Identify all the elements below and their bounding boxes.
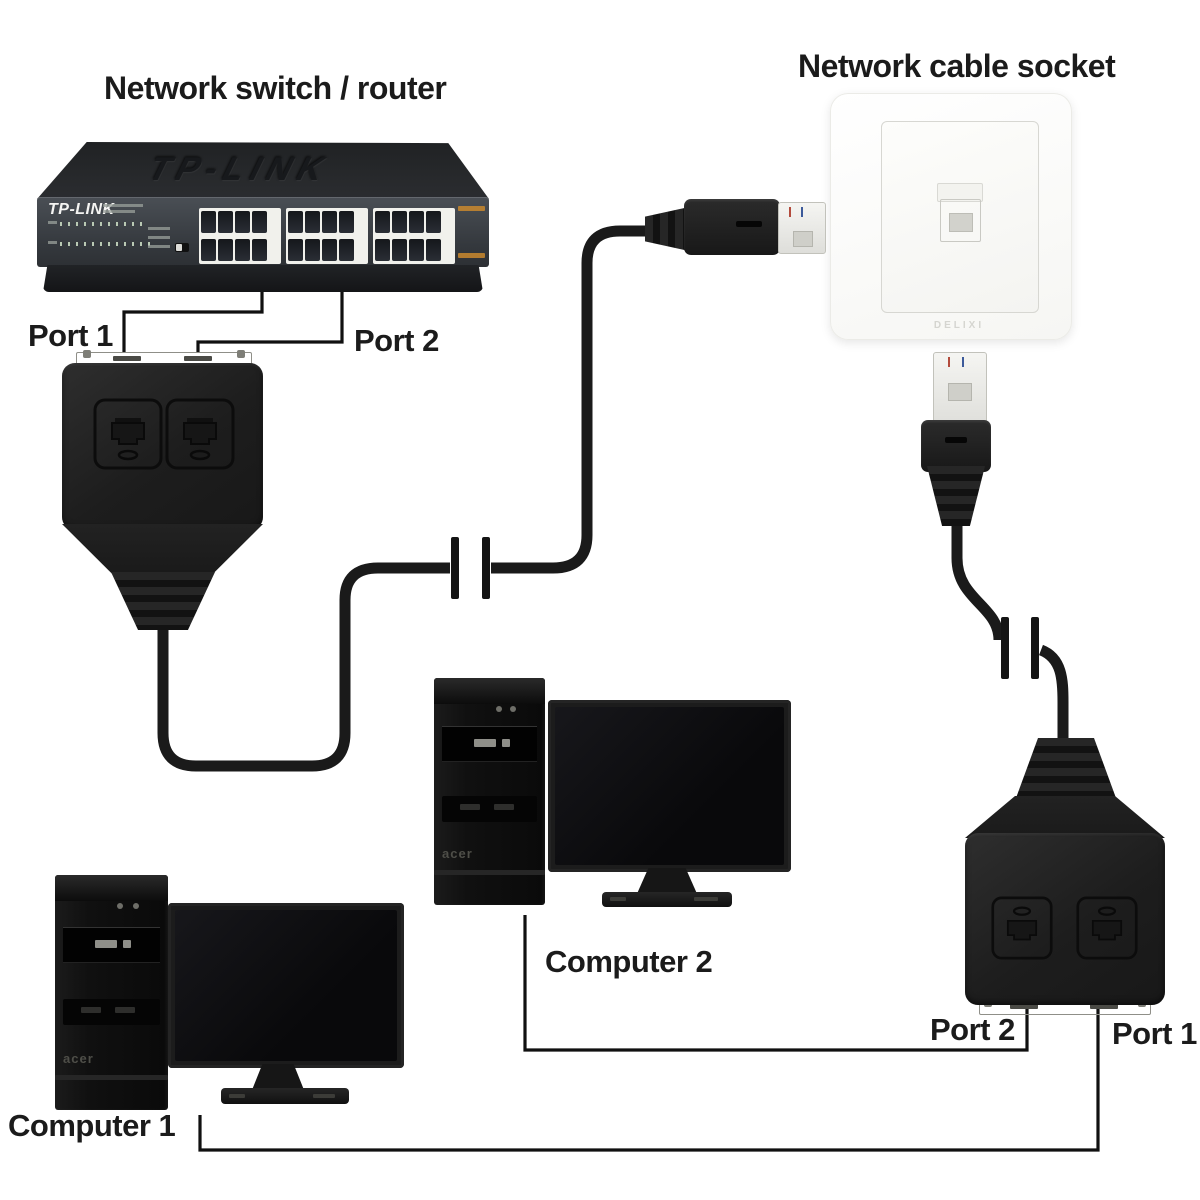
cable-to-bottom-splitter <box>1038 644 1069 755</box>
switch-embossed-logo: TP-LINK <box>141 150 339 187</box>
break-bar-icon <box>451 537 459 599</box>
computer1-tower: acer <box>55 875 168 1110</box>
label-top-port1: Port 1 <box>28 318 113 353</box>
switch-mode-caption <box>148 227 170 230</box>
switch-model-text <box>103 210 135 213</box>
break-bar-icon <box>1001 617 1009 679</box>
rj45-port-icon <box>165 398 235 470</box>
switch-mode-caption <box>148 245 170 248</box>
switch-led-caption <box>48 221 57 224</box>
rj45-jack-icon <box>940 199 981 242</box>
switch-port-group <box>373 208 455 264</box>
switch-model-text <box>103 204 143 207</box>
break-bar-icon <box>482 537 490 599</box>
plug-clear-tip <box>933 352 987 428</box>
ethernet-cables <box>157 225 1069 772</box>
cable-to-socket <box>491 225 655 574</box>
label-computer1: Computer 1 <box>8 1108 176 1143</box>
rj45-port-icon <box>1076 896 1138 960</box>
port2-callout-line <box>196 256 344 353</box>
title-network-switch: Network switch / router <box>104 70 447 106</box>
monitor-stand <box>252 1064 304 1090</box>
splitter-body <box>965 833 1165 1005</box>
switch-base <box>43 265 483 292</box>
switch-led-row-icon <box>60 222 148 226</box>
socket-drop-cable <box>951 520 1005 641</box>
plug-latch-notch <box>945 437 967 443</box>
rj45-port-icon <box>991 896 1053 960</box>
switch-mode-caption <box>148 236 170 239</box>
switch-top-face <box>37 142 489 199</box>
label-top-port2: Port 2 <box>354 323 439 358</box>
computer2-monitor <box>548 700 791 872</box>
switch-brand-logo: TP-LINK <box>48 201 115 218</box>
computer2-brand-logo: acer <box>442 846 473 861</box>
splitter-cable-left <box>157 562 450 772</box>
cable-break-symbols <box>451 537 1039 679</box>
computer1-connection-line <box>198 1005 1100 1152</box>
monitor-base <box>221 1088 349 1104</box>
switch-port-group <box>286 208 368 264</box>
switch-mode-toggle <box>175 243 189 252</box>
switch-led-row-icon <box>60 242 152 246</box>
label-bottom-port2: Port 2 <box>930 1012 1015 1047</box>
switch-speed-marking <box>458 253 485 258</box>
annotation-lines <box>122 254 1100 1152</box>
computer1-monitor <box>168 903 404 1068</box>
label-computer2: Computer 2 <box>545 944 713 979</box>
monitor-base <box>602 892 732 907</box>
switch-speed-marking <box>458 206 485 211</box>
plug-body <box>921 420 991 472</box>
socket-jack-tab <box>937 183 983 202</box>
plug-latch-notch <box>736 221 762 227</box>
label-bottom-port1: Port 1 <box>1112 1016 1197 1051</box>
switch-port-group <box>199 208 281 264</box>
break-bar-icon <box>1031 617 1039 679</box>
switch-led-caption <box>48 241 57 244</box>
computer1-brand-logo: acer <box>63 1051 94 1066</box>
title-network-socket: Network cable socket <box>798 48 1116 84</box>
rj45-port-icon <box>93 398 163 470</box>
computer2-tower: acer <box>434 678 545 905</box>
socket-brand-logo: DELIXI <box>933 320 985 331</box>
plug-clear-tip <box>778 202 826 254</box>
plug-body <box>684 199 780 255</box>
computer2-connection-line <box>523 915 1029 1052</box>
